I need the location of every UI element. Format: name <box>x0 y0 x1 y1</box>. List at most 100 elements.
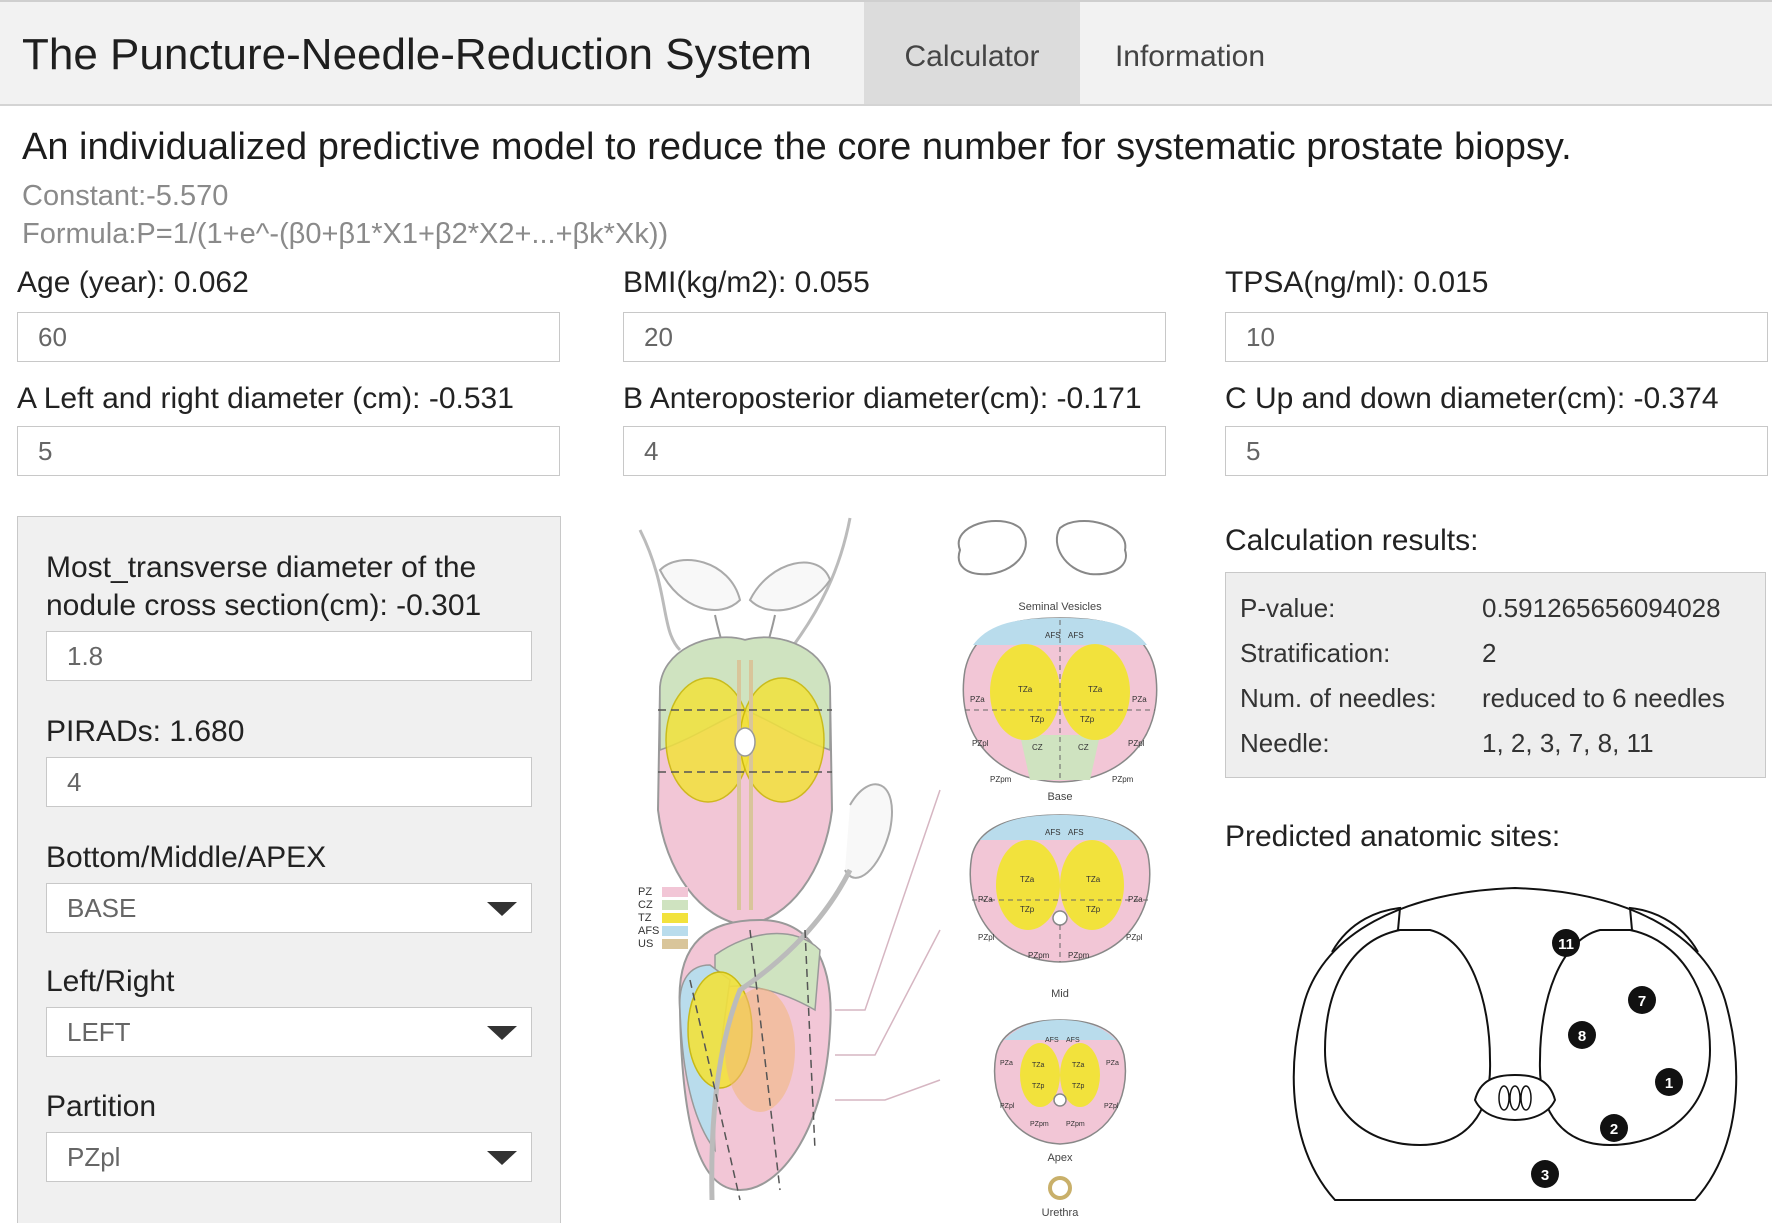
svg-text:PZpm: PZpm <box>1028 951 1050 960</box>
prostate-zones-diagram: PZ CZ TZ AFS US Seminal Vesicles <box>638 517 1158 1219</box>
svg-text:PZa: PZa <box>1106 1060 1119 1067</box>
sagittal-prostate-illustration <box>678 783 893 1201</box>
navbar: The Puncture-Needle-Reduction System Cal… <box>0 0 1772 106</box>
result-key-needle: Needle: <box>1240 728 1330 758</box>
svg-text:7: 7 <box>1638 993 1646 1010</box>
diameter-c-input[interactable]: 5 <box>1225 426 1768 476</box>
level-select-value: BASE <box>67 893 137 923</box>
result-key-p-value: P-value: <box>1240 593 1336 623</box>
svg-text:3: 3 <box>1541 1167 1549 1184</box>
svg-text:TZp: TZp <box>1032 1083 1045 1090</box>
svg-text:PZpl: PZpl <box>1126 933 1143 942</box>
results-title: Calculation results: <box>1225 524 1479 557</box>
chevron-down-icon <box>487 1151 517 1165</box>
bmi-label: BMI(kg/m2): 0.055 <box>623 266 870 299</box>
legend-label-us: US <box>638 938 653 950</box>
tpsa-label: TPSA(ng/ml): 0.015 <box>1225 266 1489 299</box>
tab-information[interactable]: Information <box>1114 40 1266 73</box>
partition-select-value: PZpl <box>67 1142 121 1172</box>
svg-text:PZpm: PZpm <box>1030 1121 1049 1128</box>
svg-text:PZpl: PZpl <box>1104 1103 1119 1110</box>
legend-label-cz: CZ <box>638 899 653 911</box>
predicted-sites-diagram: 11 7 8 1 2 3 <box>1292 886 1738 1201</box>
legend-swatch-us <box>662 939 688 949</box>
side-select-value: LEFT <box>67 1017 131 1047</box>
result-value-needle: 1, 2, 3, 7, 8, 11 <box>1482 728 1654 758</box>
result-key-stratification: Stratification: <box>1240 638 1391 668</box>
svg-text:TZp: TZp <box>1072 1083 1085 1090</box>
tab-calculator[interactable]: Calculator <box>864 2 1080 104</box>
page-subtitle: An individualized predictive model to re… <box>22 126 1572 168</box>
apex-cross-section: AFS AFS TZa TZa TZp TZp PZa PZa PZpl PZp… <box>993 1019 1127 1164</box>
nodule-panel: Most_transverse diameter of the nodule c… <box>17 516 561 1223</box>
seminal-vesicles-label: Seminal Vesicles <box>1018 601 1102 613</box>
tpsa-input[interactable]: 10 <box>1225 312 1768 362</box>
apex-label: Apex <box>1047 1152 1073 1164</box>
age-input[interactable]: 60 <box>17 312 560 362</box>
legend-swatch-afs <box>662 926 688 936</box>
diameter-b-label: B Anteroposterior diameter(cm): -0.171 <box>623 382 1142 415</box>
result-value-num-needles: reduced to 6 needles <box>1482 683 1725 713</box>
svg-text:PZpm: PZpm <box>1112 775 1134 784</box>
needle-marker-11: 11 <box>1552 929 1580 957</box>
age-label: Age (year): 0.062 <box>17 266 249 299</box>
base-cross-section: AFS AFS TZa TZa TZp TZp PZa PZa PZpl PZp… <box>962 617 1158 803</box>
results-table: P-value: 0.591265656094028 Stratificatio… <box>1225 572 1766 778</box>
constant-text: Constant:-5.570 <box>22 180 229 212</box>
legend-label-afs: AFS <box>638 925 659 937</box>
svg-text:PZpm: PZpm <box>1068 951 1090 960</box>
svg-text:2: 2 <box>1610 1121 1618 1138</box>
svg-text:TZp: TZp <box>1030 715 1045 724</box>
nodule-diameter-label-line1: Most_transverse diameter of the <box>46 551 477 584</box>
svg-text:CZ: CZ <box>1032 743 1043 752</box>
level-label: Bottom/Middle/APEX <box>46 841 327 874</box>
svg-text:PZa: PZa <box>978 895 993 904</box>
diameter-c-label: C Up and down diameter(cm): -0.374 <box>1225 382 1719 415</box>
diameter-a-input[interactable]: 5 <box>17 426 560 476</box>
partition-select[interactable]: PZpl <box>46 1132 532 1182</box>
coronal-prostate-illustration <box>638 517 852 927</box>
svg-text:PZpl: PZpl <box>1000 1103 1015 1110</box>
svg-text:TZa: TZa <box>1018 685 1033 694</box>
app-title: The Puncture-Needle-Reduction System <box>22 30 812 79</box>
result-key-num-needles: Num. of needles: <box>1240 683 1437 713</box>
svg-text:AFS: AFS <box>1068 631 1084 640</box>
svg-text:11: 11 <box>1558 936 1574 953</box>
svg-text:TZp: TZp <box>1020 905 1035 914</box>
svg-text:PZa: PZa <box>1000 1060 1013 1067</box>
svg-text:PZa: PZa <box>970 695 985 704</box>
side-label: Left/Right <box>46 965 175 998</box>
mid-label: Mid <box>1051 988 1069 1000</box>
level-select[interactable]: BASE <box>46 883 532 933</box>
svg-text:TZa: TZa <box>1032 1062 1045 1069</box>
svg-text:TZa: TZa <box>1072 1062 1085 1069</box>
connector-lines <box>835 789 941 1101</box>
legend-swatch-pz <box>662 887 688 897</box>
pirads-input[interactable]: 4 <box>46 757 532 807</box>
diameter-b-input[interactable]: 4 <box>623 426 1166 476</box>
bmi-input[interactable]: 20 <box>623 312 1166 362</box>
svg-text:PZpl: PZpl <box>972 739 989 748</box>
diameter-a-label: A Left and right diameter (cm): -0.531 <box>17 382 514 415</box>
nodule-diameter-input[interactable]: 1.8 <box>46 631 532 681</box>
pirads-label: PIRADs: 1.680 <box>46 715 245 748</box>
side-select[interactable]: LEFT <box>46 1007 532 1057</box>
svg-text:AFS: AFS <box>1066 1037 1080 1044</box>
svg-text:1: 1 <box>1665 1075 1673 1092</box>
svg-text:PZpm: PZpm <box>1066 1121 1085 1128</box>
result-value-p-value: 0.591265656094028 <box>1482 593 1721 623</box>
svg-text:PZa: PZa <box>1132 695 1147 704</box>
legend-label-pz: PZ <box>638 886 652 898</box>
svg-text:CZ: CZ <box>1078 743 1089 752</box>
svg-text:PZpl: PZpl <box>978 933 995 942</box>
svg-text:PZpl: PZpl <box>1128 739 1145 748</box>
svg-text:TZa: TZa <box>1020 875 1035 884</box>
result-value-stratification: 2 <box>1482 638 1497 668</box>
nodule-diameter-label-line2: nodule cross section(cm): -0.301 <box>46 589 482 622</box>
svg-text:AFS: AFS <box>1045 631 1061 640</box>
seminal-vesicles-illustration: Seminal Vesicles <box>957 520 1127 613</box>
urethra-label: Urethra <box>1042 1207 1080 1219</box>
svg-text:TZa: TZa <box>1088 685 1103 694</box>
chevron-down-icon <box>487 1026 517 1040</box>
mid-cross-section: AFS AFS TZa TZa TZp TZp PZa PZa PZpl PZp… <box>969 814 1151 1000</box>
